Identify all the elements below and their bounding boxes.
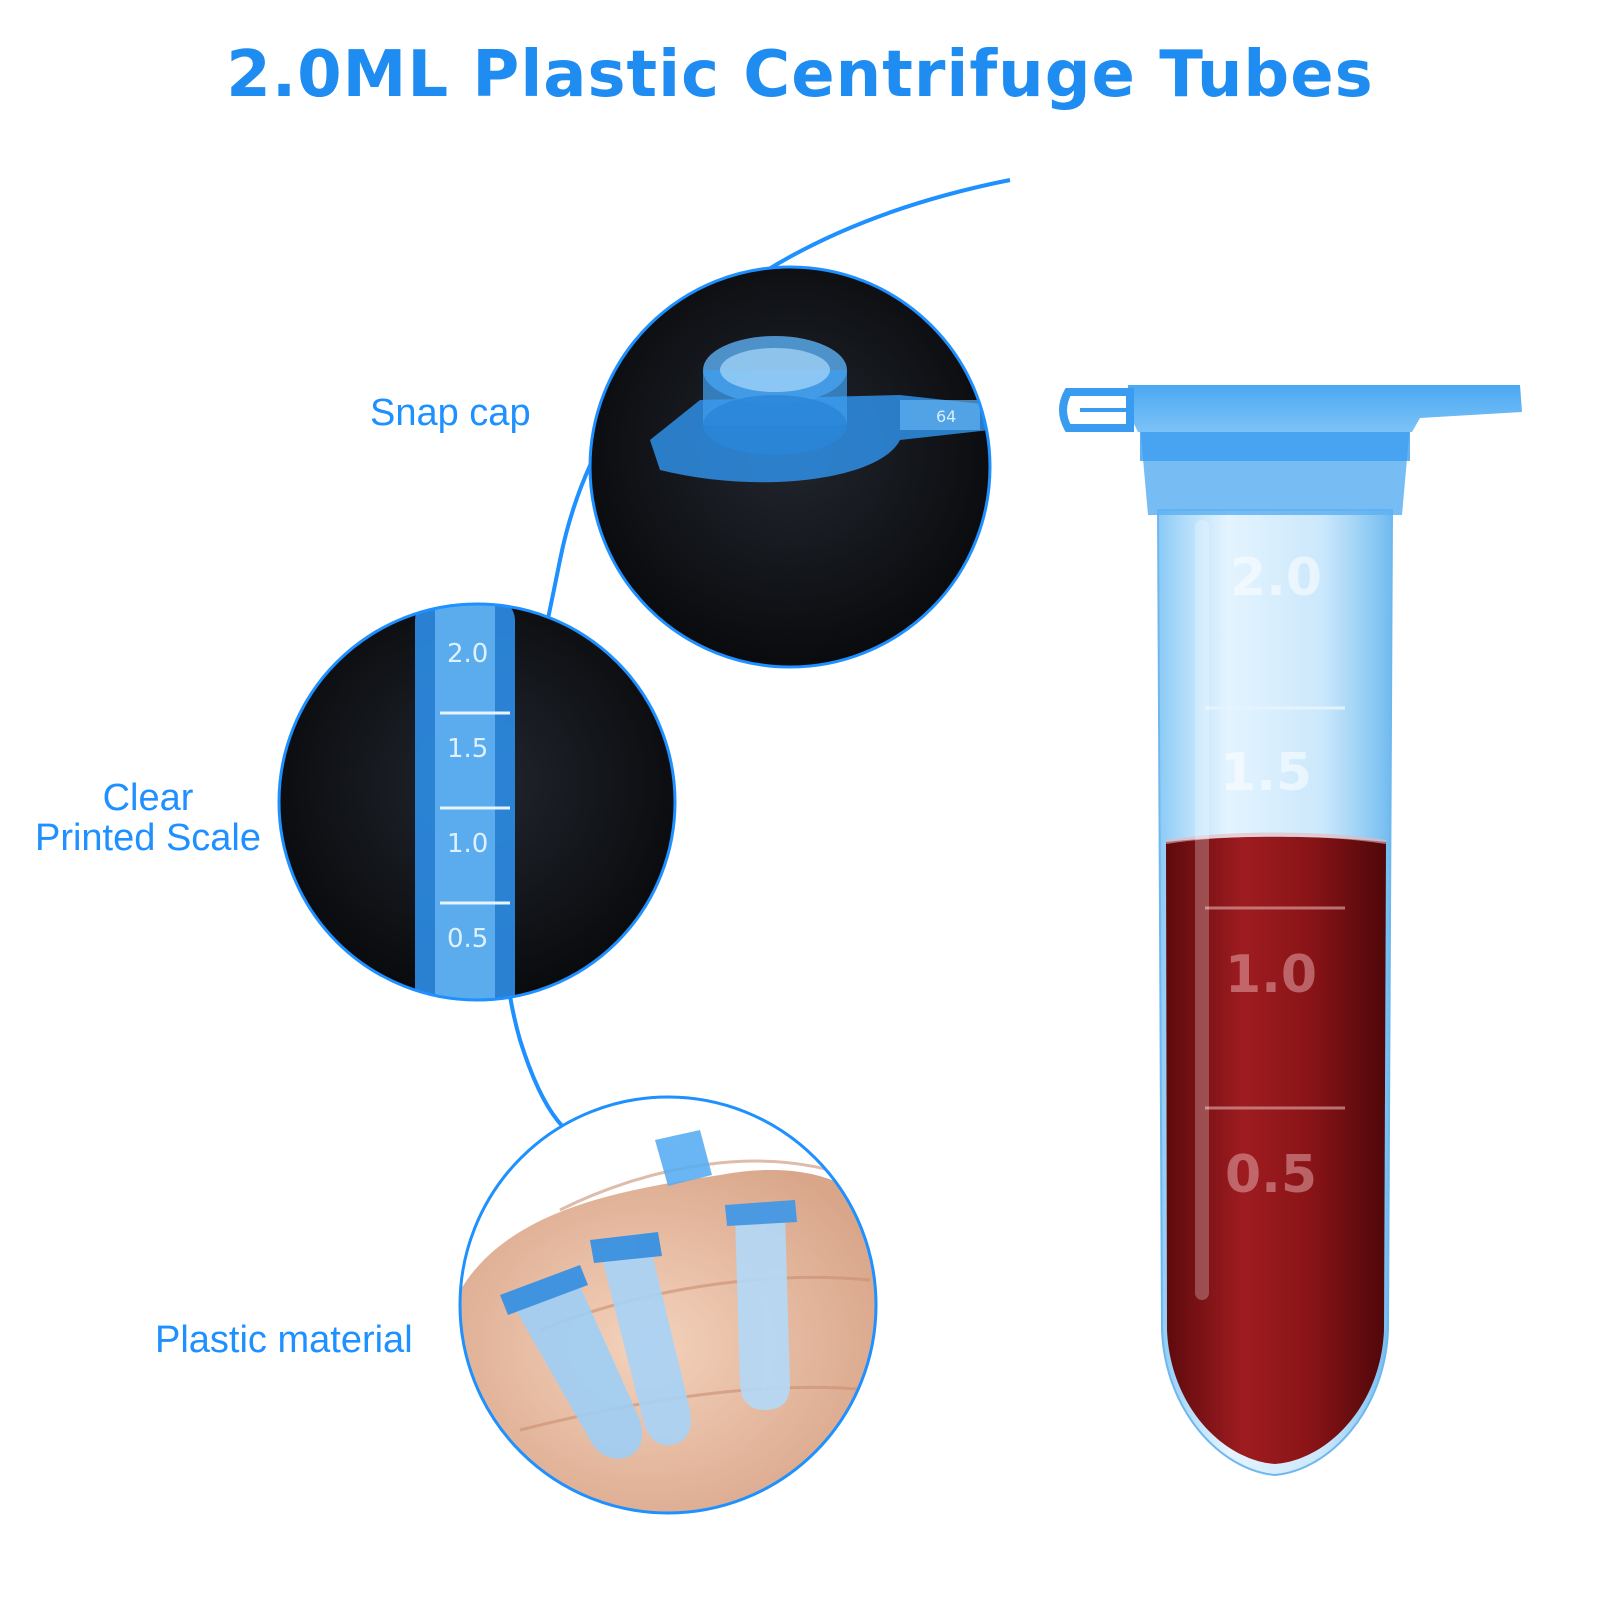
scale-mark-1-5: 1.5 (447, 734, 488, 764)
liquid-surface (1165, 832, 1387, 844)
main-centrifuge-tube: 2.0 1.5 1.0 0.5 (1059, 385, 1522, 1477)
snap-cap-label: Snap cap (370, 393, 550, 433)
scale-mark-2-0: 2.0 (447, 639, 488, 669)
snap-cap (1128, 385, 1522, 432)
main-scale-mark-1-5: 1.5 (1220, 743, 1312, 803)
printed-scale-label: Clear Printed Scale (28, 778, 268, 858)
snap-cap-circle: 64 (588, 265, 992, 669)
plastic-material-label-text: Plastic material (155, 1319, 413, 1361)
snap-cap-label-text: Snap cap (370, 392, 531, 434)
main-scale-mark-2-0: 2.0 (1230, 548, 1322, 608)
plastic-material-label: Plastic material (155, 1320, 435, 1360)
main-scale-mark-0-5: 0.5 (1225, 1145, 1317, 1205)
scale-mark-1-0: 1.0 (447, 829, 488, 859)
cap-number: 64 (936, 407, 956, 426)
printed-scale-circle: 2.0 1.5 1.0 0.5 (277, 602, 677, 1002)
plastic-material-circle (458, 1095, 878, 1515)
page-title: 2.0ML Plastic Centrifuge Tubes (226, 38, 1374, 112)
scale-mark-0-5: 0.5 (447, 924, 488, 954)
main-scale-mark-1-0: 1.0 (1225, 945, 1317, 1005)
printed-scale-label-line1: Clear (102, 777, 194, 819)
printed-scale-label-line2: Printed Scale (34, 817, 261, 859)
